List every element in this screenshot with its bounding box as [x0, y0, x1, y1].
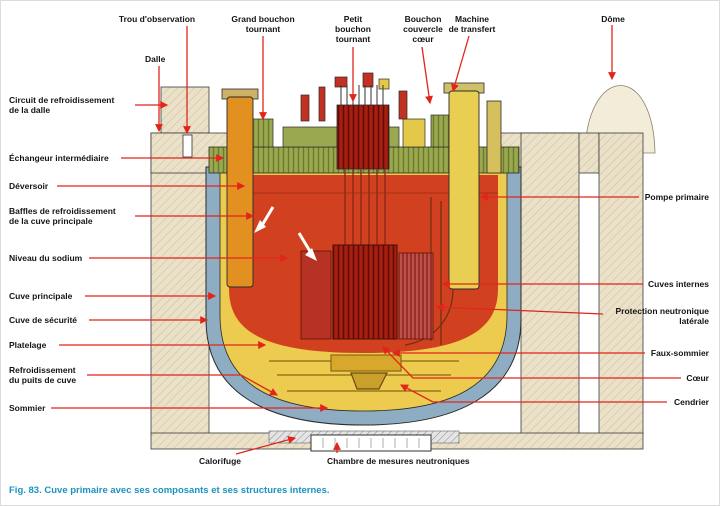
label-cendrier: Cendrier — [674, 397, 709, 407]
control-rod-drives — [336, 85, 390, 247]
observation-hole — [182, 134, 193, 158]
leader-arrows — [51, 25, 681, 455]
label-pompe-primaire: Pompe primaire — [644, 192, 709, 202]
label-trou-observation: Trou d'observation — [118, 14, 196, 24]
figure-caption: Fig. 83. Cuve primaire avec ses composan… — [9, 485, 330, 496]
label-cuve-securite: Cuve de sécurité — [9, 315, 78, 325]
label-cuves-internes: Cuves internes — [648, 279, 709, 289]
label-calorifuge: Calorifuge — [199, 456, 242, 466]
label-grand-bouchon-tournant: Grand bouchon tournant — [231, 14, 295, 35]
label-petit-bouchon-tournant: Petit bouchon tournant — [335, 14, 371, 45]
label-chambre-mesures-neutroniques: Chambre de mesures neutroniques — [327, 456, 470, 466]
neutron-chamber-box — [310, 434, 432, 452]
label-circuit-refroidissement-dalle: Circuit de refroidissement de la dalle — [9, 95, 115, 116]
reactor-core — [300, 244, 434, 340]
label-baffles-refroidissement: Baffles de refroidissement de la cuve pr… — [9, 206, 116, 227]
cendrier-shape — [350, 372, 388, 390]
transfer-machine-column — [486, 100, 502, 174]
label-echangeur-intermediaire: Échangeur intermédiaire — [9, 153, 109, 163]
label-dome: Dôme — [601, 14, 625, 24]
label-niveau-sodium: Niveau du sodium — [9, 253, 83, 263]
lateral-neutron-shield — [398, 252, 434, 340]
label-refroidissement-puits: Refroidissement du puits de cuve — [9, 365, 77, 386]
left-pit-wall — [150, 132, 210, 436]
label-protection-neutronique: Protection neutronique latérale — [615, 306, 710, 327]
intermediate-exchanger — [221, 88, 259, 288]
label-bouchon-couvercle-coeur: Bouchon couvercle cœur — [403, 14, 443, 45]
label-machine-de-transfert: Machine de transfert — [448, 14, 496, 35]
faux-sommier-block — [330, 354, 402, 372]
primary-pump-column — [443, 82, 502, 290]
label-faux-sommier: Faux-sommier — [650, 348, 709, 358]
flow-arrows — [254, 206, 317, 261]
label-platelage: Platelage — [9, 340, 47, 350]
label-dalle: Dalle — [145, 54, 166, 64]
label-deversoir: Déversoir — [9, 181, 49, 191]
core-support-structures — [269, 354, 459, 392]
label-sommier: Sommier — [9, 403, 46, 413]
label-coeur: Cœur — [686, 373, 709, 383]
label-cuve-principale: Cuve principale — [9, 291, 73, 301]
